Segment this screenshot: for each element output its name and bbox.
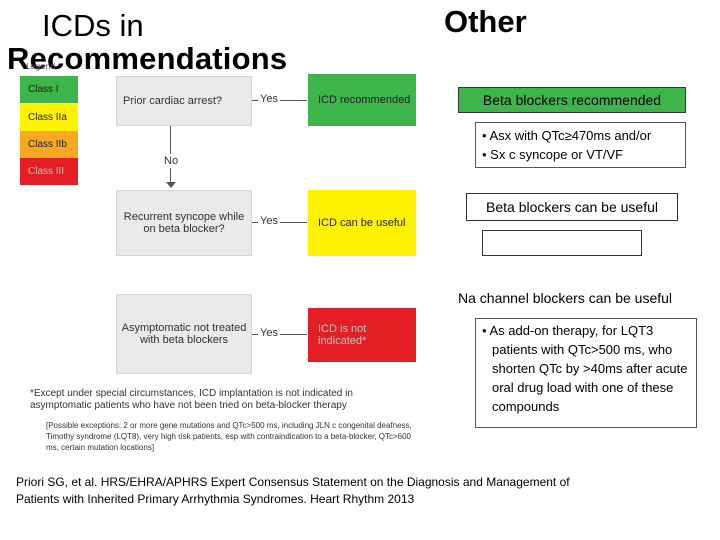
legend-class-iia: Class IIa — [20, 104, 78, 131]
yes-label-2: Yes — [258, 215, 280, 227]
yes-label-1: Yes — [258, 93, 280, 105]
criteria-asx: Asx with QTc≥470ms and/or — [489, 128, 652, 143]
bullet-item: • Sx c syncope or VT/VF — [482, 147, 624, 162]
result-icd-useful: ICD can be useful — [308, 190, 416, 256]
title-other: Other — [444, 4, 527, 39]
bullet-item: • As add-on therapy, for LQT3 patients w… — [482, 323, 688, 414]
question-recurrent-syncope: Recurrent syncope while on beta blocker? — [116, 190, 252, 256]
exceptions-note: [Possible exceptions: 2 or more gene mut… — [46, 421, 412, 452]
legend-label: Legend — [26, 62, 56, 71]
question-asymptomatic: Asymptomatic not treated with beta block… — [116, 294, 252, 374]
empty-box — [482, 230, 642, 256]
arrow-down-icon — [166, 182, 176, 188]
box-na-channel-criteria: • As add-on therapy, for LQT3 patients w… — [475, 318, 697, 428]
question-prior-arrest: Prior cardiac arrest? — [116, 76, 252, 126]
result-icd-not-indicated: ICD is not indicated* — [308, 308, 416, 362]
yes-label-3: Yes — [258, 327, 280, 339]
title-line1: ICDs in — [42, 8, 144, 43]
legend-class-i: Class I — [20, 76, 78, 103]
box-beta-blockers-useful: Beta blockers can be useful — [466, 193, 678, 221]
legend-class-iii: Class III — [20, 158, 78, 185]
citation: Priori SG, et al. HRS/EHRA/APHRS Expert … — [16, 475, 570, 506]
footnote: *Except under special circumstances, ICD… — [30, 388, 353, 411]
legend-class-iib: Class IIb — [20, 131, 78, 158]
box-beta-blockers-recommended: Beta blockers recommended — [458, 87, 686, 113]
no-label: No — [163, 154, 180, 168]
criteria-sx: Sx c syncope or VT/VF — [490, 147, 624, 162]
label-na-channel-blockers: Na channel blockers can be useful — [458, 290, 673, 306]
title-line2: Recommendations — [7, 41, 288, 76]
box-beta-blockers-criteria: • Asx with QTc≥470ms and/or • Sx c synco… — [475, 122, 686, 168]
result-icd-recommended: ICD recommended — [308, 74, 416, 126]
na-channel-detail: As add-on therapy, for LQT3 patients wit… — [489, 323, 688, 414]
bullet-item: • Asx with QTc≥470ms and/or — [482, 128, 652, 143]
